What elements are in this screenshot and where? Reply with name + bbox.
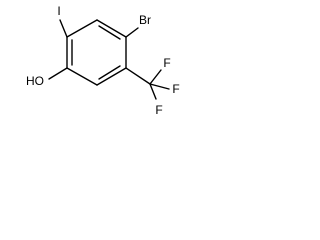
bond-to-iodine — [59, 19, 68, 38]
ring-bond-c4-c5 — [96, 67, 127, 86]
structure-diagram: I Br HO F F F — [0, 0, 198, 131]
bond-to-hydroxyl — [48, 67, 68, 80]
bond-cf3-to-fluorine-top — [149, 69, 162, 85]
ring-bond-c1-c2 — [66, 19, 98, 38]
hydroxyl-label: HO — [26, 74, 44, 88]
iodine-label: I — [57, 4, 60, 18]
bond-cf3-to-fluorine-right — [149, 83, 170, 90]
ring-double-bond-inner-bottom — [98, 65, 121, 80]
bromine-label: Br — [139, 13, 151, 27]
bond-cf3-to-fluorine-bottom — [149, 83, 157, 100]
ring-bond-c2-c3 — [96, 19, 127, 38]
fluorine-top-label: F — [163, 56, 170, 70]
fluorine-bottom-label: F — [155, 103, 162, 117]
ring-bond-c5-c6 — [66, 67, 98, 86]
ring-double-bond-inner-top — [98, 25, 121, 40]
fluorine-right-label: F — [172, 82, 179, 96]
bond-to-cf3-carbon — [125, 67, 151, 85]
molecule-svg: I Br HO F F F — [26, 4, 180, 117]
bond-to-bromine — [125, 27, 139, 38]
